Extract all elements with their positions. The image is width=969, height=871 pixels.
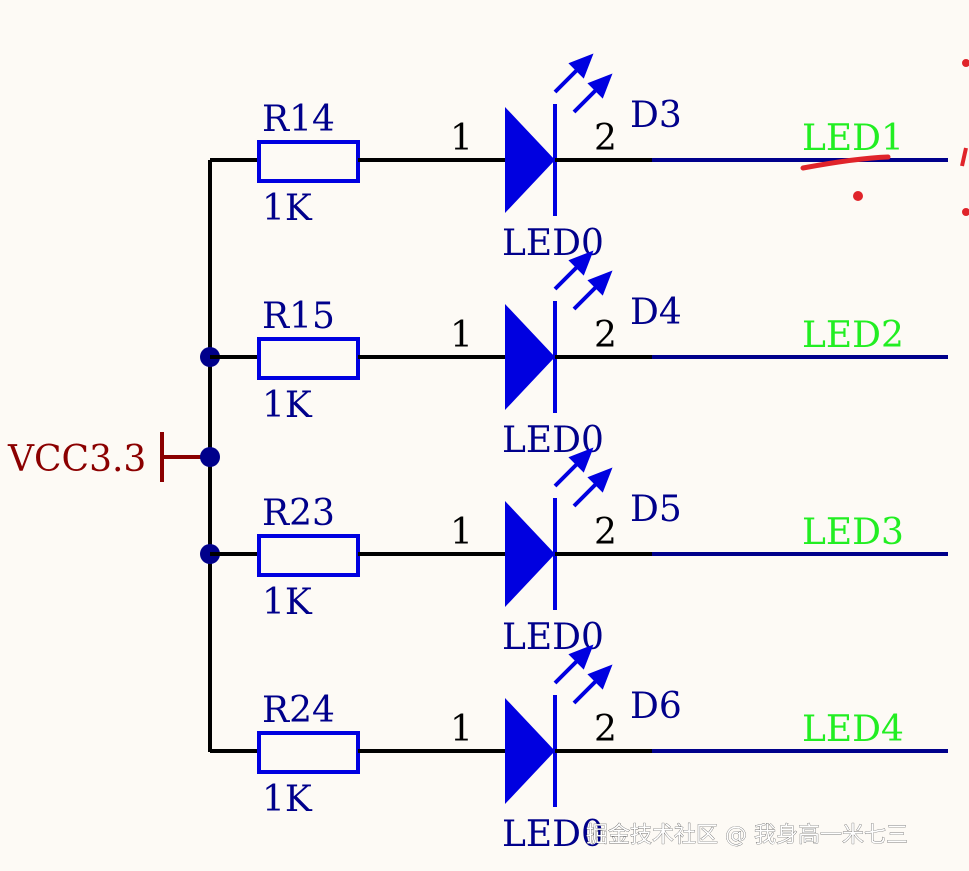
led-channel-1: R14 1K 1 2 D3 LED0 LED1	[210, 53, 948, 264]
resistor-value: 1K	[262, 188, 313, 229]
led-channel-4: R24 1K 1 2 D6 LED0 LED4	[210, 644, 948, 855]
light-emission-arrows	[553, 53, 613, 114]
light-emission-arrows	[553, 447, 613, 508]
red-dot	[853, 191, 863, 201]
red-annotation-marks	[800, 59, 969, 216]
pin-2-label: 2	[594, 315, 617, 356]
resistor-designator: R15	[262, 296, 335, 337]
net-label: LED4	[802, 709, 904, 750]
net-label: LED2	[802, 315, 904, 356]
pin-1-label: 1	[450, 118, 473, 159]
resistor-designator: R24	[262, 690, 335, 731]
resistor-value: 1K	[262, 779, 313, 820]
red-dot	[962, 59, 969, 67]
net-label: LED3	[802, 512, 904, 553]
power-port: VCC3.3	[7, 432, 210, 482]
net-label: LED1	[802, 118, 904, 159]
resistor-designator: R14	[262, 99, 335, 140]
pin-2-label: 2	[594, 118, 617, 159]
resistor-body	[257, 140, 360, 183]
led-diode-triangle	[505, 107, 555, 213]
red-underline-stroke	[800, 154, 891, 171]
pin-1-label: 1	[450, 315, 473, 356]
watermark-text: 掘金技术社区 @ 我身高一米七三	[586, 823, 908, 848]
led-channel-3: R23 1K 1 2 D5 LED0 LED3	[210, 447, 948, 658]
diode-value: LED0	[502, 814, 604, 855]
resistor-value: 1K	[262, 582, 313, 623]
power-label: VCC3.3	[7, 439, 146, 480]
pin-2-label: 2	[594, 512, 617, 553]
light-emission-arrows	[553, 250, 613, 311]
resistor-body	[257, 731, 360, 774]
resistor-value: 1K	[262, 385, 313, 426]
red-tick	[960, 147, 968, 167]
led-diode-triangle	[505, 304, 555, 410]
light-emission-arrows	[553, 644, 613, 705]
resistor-designator: R23	[262, 493, 335, 534]
red-dot	[962, 208, 969, 216]
led-diode-triangle	[505, 501, 555, 607]
diode-designator: D3	[630, 95, 682, 136]
pin-2-label: 2	[594, 709, 617, 750]
diode-designator: D4	[630, 292, 682, 333]
resistor-body	[257, 337, 360, 380]
diode-designator: D5	[630, 489, 682, 530]
diode-designator: D6	[630, 686, 682, 727]
pin-1-label: 1	[450, 512, 473, 553]
led-channel-2: R15 1K 1 2 D4 LED0 LED2	[210, 250, 948, 461]
resistor-body	[257, 534, 360, 577]
pin-1-label: 1	[450, 709, 473, 750]
led-diode-triangle	[505, 698, 555, 804]
junction-dot	[200, 447, 220, 467]
